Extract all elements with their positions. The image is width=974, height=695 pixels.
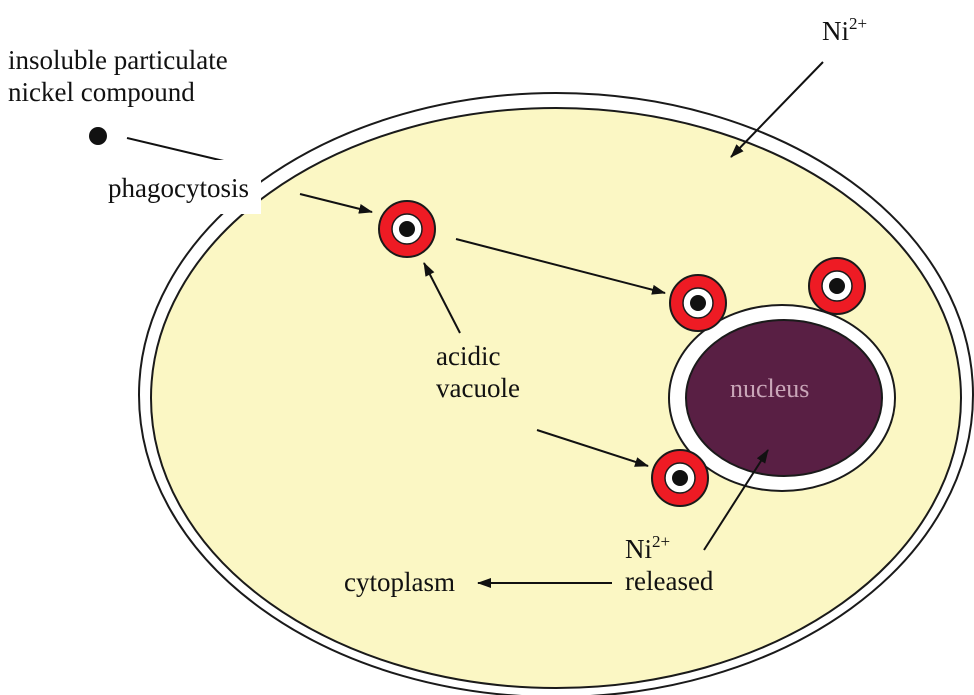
cytoplasm-text: cytoplasm [344, 567, 455, 597]
ni-released-ion: Ni2+ [625, 532, 713, 565]
cytoplasm-label: cytoplasm [344, 566, 455, 598]
released-text: released [625, 565, 713, 597]
ni-released-label: Ni2+ released [625, 532, 713, 598]
particle-pointer-line [127, 138, 228, 162]
acidic-label-line2: vacuole [436, 372, 520, 404]
acidic-vacuole-4 [652, 450, 708, 506]
ni-ion-label: Ni2+ [822, 14, 867, 47]
acidic-label-line1: acidic [436, 340, 520, 372]
nucleus-text: nucleus [730, 374, 809, 403]
compound-label-line1: insoluble particulate [8, 44, 228, 76]
acidic-vacuole-2 [670, 275, 726, 331]
phagocytosis-label: phagocytosis [96, 160, 261, 214]
compound-label: insoluble particulate nickel compound [8, 44, 228, 109]
nucleus-label: nucleus [730, 373, 809, 404]
ni-ion-charge: 2+ [849, 14, 867, 33]
phagocytosis-text: phagocytosis [108, 173, 249, 203]
ni-ion-base: Ni [822, 16, 849, 46]
released-ion-base: Ni [625, 534, 652, 564]
released-ion-charge: 2+ [652, 532, 670, 551]
acidic-vacuole-1 [379, 201, 435, 257]
nickel-particle [89, 127, 107, 145]
acidic-vacuole-label: acidic vacuole [436, 340, 520, 405]
compound-label-line2: nickel compound [8, 76, 228, 108]
acidic-vacuole-3 [809, 258, 865, 314]
